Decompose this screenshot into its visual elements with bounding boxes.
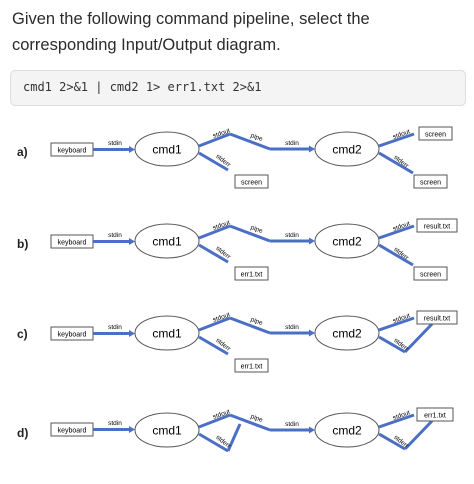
stdout2-destination-label: screen <box>425 132 446 139</box>
stderr-arrow-2 <box>378 432 406 451</box>
pipe-arrow <box>229 224 271 243</box>
stderr2-destination-box <box>413 266 448 281</box>
pipe-label: pipe <box>250 316 264 327</box>
cmd1-label: cmd1 <box>152 235 182 249</box>
option-a[interactable]: a) keyboard stdin cmd1 stdout stderr pip… <box>0 118 474 208</box>
cmd1-node <box>134 131 200 167</box>
cmd2-node <box>314 223 380 259</box>
stderr-arrow-2 <box>378 151 414 175</box>
cmd2-node <box>314 412 380 448</box>
stderr-arrow-1 <box>198 243 229 264</box>
stderr-redirect-arrow <box>403 419 434 451</box>
code-block: cmd1 2>&1 | cmd2 1> err1.txt 2>&1 <box>10 70 466 106</box>
io-diagram: keyboard stdin cmd1 stdout stderr pipe s… <box>50 310 458 373</box>
cmd1-node <box>134 412 200 448</box>
cmd2-node <box>314 131 380 167</box>
cmd1-label: cmd1 <box>152 327 182 341</box>
question-prompt: Given the following command pipeline, se… <box>12 10 370 54</box>
option-label: d) <box>17 426 29 440</box>
stdout2-destination-box <box>416 310 458 325</box>
stdout-arrow-1 <box>198 224 231 240</box>
pipe-arrow <box>229 413 271 432</box>
stdout-arrow-2 <box>378 224 415 240</box>
stdin-label-1: stdin <box>108 420 122 427</box>
stdout2-destination-label: result.txt <box>424 316 451 323</box>
option-c[interactable]: c) keyboard stdin cmd1 stdout stderr pip… <box>0 300 474 390</box>
stderr2-destination-label: screen <box>420 272 441 279</box>
option-label: b) <box>17 237 29 251</box>
io-diagram: keyboard stdin cmd1 stdout stderr pipe s… <box>50 126 453 189</box>
stderr1-destination-label: err1.txt <box>241 364 263 371</box>
option-label: a) <box>17 145 28 159</box>
stdin-label-1: stdin <box>108 232 122 239</box>
stdout-arrow-1 <box>198 132 231 148</box>
stderr1-destination-box <box>234 266 269 281</box>
cmd1-label: cmd1 <box>152 143 182 157</box>
io-diagram: keyboard stdin cmd1 stdout stderr pipe s… <box>50 218 458 281</box>
pipe-label: pipe <box>250 224 264 235</box>
stdout2-destination-box <box>418 126 453 141</box>
keyboard-label: keyboard <box>58 148 87 155</box>
pipe-arrow <box>229 132 271 151</box>
pipe-label: pipe <box>250 132 264 143</box>
stderr-arrow-1 <box>198 151 229 172</box>
stdout-arrow-2 <box>378 413 415 429</box>
stdin-label-2: stdin <box>285 324 299 331</box>
stderr-arrow-1 <box>198 335 229 356</box>
stderr1-destination-box <box>234 358 269 373</box>
stderr2-destination-box <box>413 174 448 189</box>
stdout2-destination-box <box>416 407 454 422</box>
cmd2-node <box>314 315 380 351</box>
stdin-label-1: stdin <box>108 324 122 331</box>
stdin-label-2: stdin <box>285 232 299 239</box>
stdout2-destination-label: result.txt <box>424 224 451 231</box>
cmd2-label: cmd2 <box>332 327 362 341</box>
cmd1-label: cmd1 <box>152 424 182 438</box>
stderr-arrow-1 <box>198 432 229 453</box>
stderr-arrow-2 <box>378 243 414 267</box>
stdout2-destination-box <box>416 218 458 233</box>
stdout-arrow-1 <box>198 316 231 332</box>
keyboard-label: keyboard <box>58 428 87 435</box>
stdout-arrow-2 <box>378 316 415 332</box>
keyboard-label: keyboard <box>58 240 87 247</box>
command-pipeline-code: cmd1 2>&1 | cmd2 1> err1.txt 2>&1 <box>23 80 262 94</box>
stderr1-destination-label: screen <box>241 180 262 187</box>
stdin-label-2: stdin <box>285 421 299 428</box>
stderr-merge-arrow <box>226 423 242 452</box>
stderr-redirect-arrow <box>403 322 434 354</box>
stderr-arrow-2 <box>378 335 406 354</box>
option-b[interactable]: b) keyboard stdin cmd1 stdout stderr pip… <box>0 210 474 300</box>
cmd1-node <box>134 223 200 259</box>
stdout2-destination-label: err1.txt <box>424 413 446 420</box>
cmd2-label: cmd2 <box>332 143 362 157</box>
cmd1-node <box>134 315 200 351</box>
stdout-arrow-2 <box>378 132 415 148</box>
stderr1-destination-box <box>234 174 269 189</box>
pipe-arrow <box>229 316 271 335</box>
stdin-label-2: stdin <box>285 140 299 147</box>
stderr1-destination-label: err1.txt <box>241 272 263 279</box>
cmd2-label: cmd2 <box>332 235 362 249</box>
stderr2-destination-label: screen <box>420 180 441 187</box>
option-label: c) <box>17 327 28 341</box>
keyboard-label: keyboard <box>58 332 87 339</box>
option-d[interactable]: d) keyboard stdin cmd1 stdout stderr pip… <box>0 394 474 484</box>
cmd2-label: cmd2 <box>332 424 362 438</box>
io-diagram: keyboard stdin cmd1 stdout stderr pipe s… <box>50 407 454 453</box>
stdout-arrow-1 <box>198 413 231 429</box>
pipe-label: pipe <box>250 413 264 424</box>
stdin-label-1: stdin <box>108 140 122 147</box>
